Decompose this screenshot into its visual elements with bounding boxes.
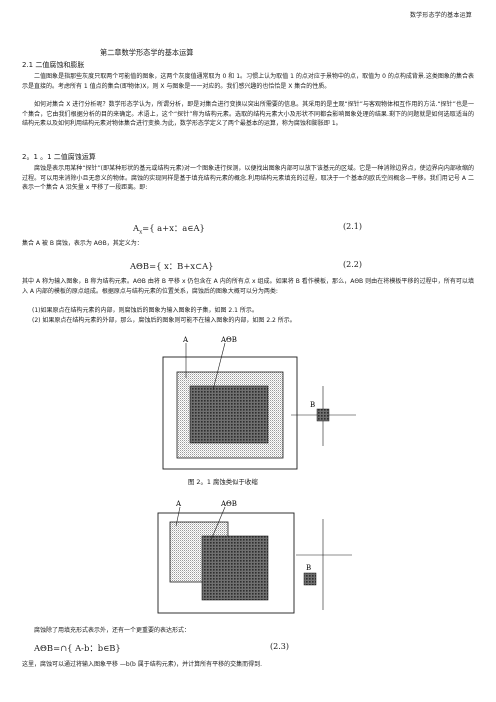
paragraph-structuring-element: 其中 A 称为输入图象，B 称为结构元素。AΘB 由将 B 平移 x 仍包含在 …: [22, 278, 474, 295]
equation-2-2: AΘB={ x：B+x⊂A}: [130, 261, 214, 271]
equation-2-1-subscript: x: [139, 229, 143, 236]
figure-2-1-label-ab: AΘB: [220, 336, 237, 344]
figure-2-2-erosion-result: [201, 535, 269, 601]
equation-2-1-number: (2.1): [343, 222, 362, 231]
list-item-origin-inside: (1)如果原点在结构元素的内部，则腐蚀后的图象为输入图象的子集，如图 2.1 所…: [32, 307, 258, 314]
figure-2-2-leader-a: [175, 506, 181, 527]
list-item-origin-outside: (2) 如果原点在结构元素的外部，那么，腐蚀后的图象则可能不在输入图象的内部，如…: [32, 317, 296, 324]
equation-2-2-number: (2.2): [343, 260, 362, 269]
figure-2-2-label-ab: AΘB: [220, 500, 237, 508]
section-heading-2-1: 2.1 二值腐蚀和膨胀: [22, 61, 85, 69]
paragraph-translation-intersection: 这里，腐蚀可以通过将输入图象平移 —b(b 属于结构元素)，并计算所有平移的交集…: [22, 661, 263, 668]
figure-2-1-caption: 图 2。1 腐蚀类似于收缩: [188, 478, 258, 486]
figure-2-1-structuring-element: [316, 408, 330, 422]
equation-2-3-number: (2.3): [270, 642, 289, 651]
figure-2-2-label-a: A: [175, 500, 182, 508]
figure-2-2-structuring-element: [303, 572, 317, 586]
equation-2-1-rhs: ={ a+x：a∈A}: [142, 223, 205, 233]
paragraph-binary-image: 二值图象是指那些灰度只取两个可能值的图象，这两个灰度值通常取为 0 和 1。习惯…: [22, 73, 474, 90]
figure-2-2: A AΘB B: [157, 500, 352, 614]
running-header: 数学形态学的基本运算: [409, 12, 472, 19]
paragraph-alternative-form: 腐蚀除了用填充形式表示外，还有一个更重要的表达形式：: [34, 627, 191, 634]
figure-2-1-label-a: A: [182, 336, 189, 344]
figure-2-1-erosion-result: [189, 385, 269, 444]
figure-2-1-label-b: B: [310, 401, 315, 409]
figure-2-1: A AΘB B: [162, 336, 356, 470]
equation-2-1: Ax={ a+x：a∈A}: [133, 222, 205, 236]
paragraph-erosion-notation: 集合 A 被 B 腐蚀，表示为 AΘB，其定义为：: [22, 240, 143, 247]
equation-2-1-lhs: A: [133, 223, 140, 233]
figure-2-2-leader-ab: [210, 506, 226, 541]
chapter-title: 第二章数学形态学的基本运算: [100, 48, 194, 57]
equation-2-3: AΘB=∩{ A-b：b∈B}: [34, 643, 121, 653]
figure-2-1-leader-ab: [212, 342, 226, 391]
paragraph-analysis: 如何对集合 X 进行分析呢？数学形态学认为，所谓分析，即是对集合进行变换以突出所…: [22, 101, 474, 128]
paragraph-erosion-definition: 腐蚀是表示用某种“探针”(即某种形状的基元或结构元素)对一个图象进行探测，以便找…: [22, 165, 474, 192]
figure-2-2-label-b: B: [306, 564, 311, 572]
section-heading-2-1-1: 2。1 。1 二值腐蚀运算: [22, 153, 96, 161]
